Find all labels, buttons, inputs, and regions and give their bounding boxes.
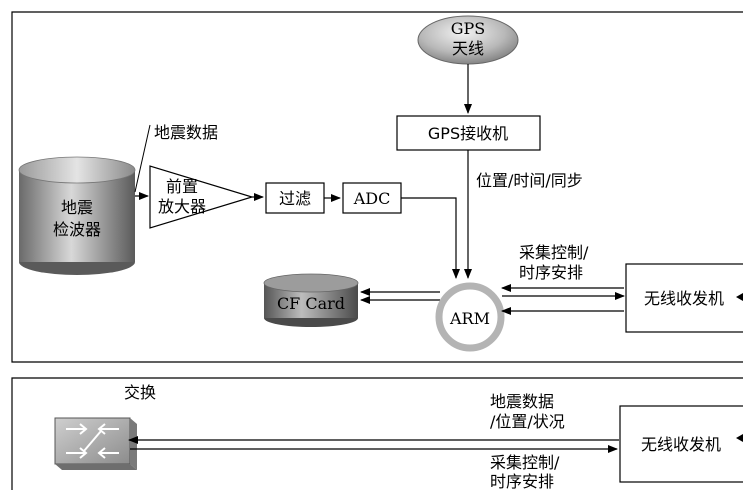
- preamp-label-2: 放大器: [158, 197, 206, 216]
- cf-card-label: CF Card: [277, 294, 345, 313]
- wireless-transceiver-label: 无线收发机: [644, 289, 724, 308]
- gps-antenna-label-2: 天线: [452, 39, 484, 58]
- adc-label: ADC: [353, 189, 391, 208]
- top-panel: GPS 天线 GPS接收机 位置/时间/同步 地震 检波器 地震数据 前置: [11, 11, 743, 363]
- bottom-acq-control-label-2: 时序安排: [490, 472, 554, 490]
- position-time-sync-label: 位置/时间/同步: [476, 171, 583, 190]
- wireless-transceiver-top: 无线收发机: [625, 263, 743, 333]
- top-panel-border: [11, 11, 743, 363]
- wireless-transceiver-bottom: 无线收发机: [619, 405, 743, 483]
- geophone-label-1: 地震: [61, 198, 93, 217]
- switch-icon: [54, 417, 137, 470]
- data-label-1: 地震数据: [490, 392, 554, 411]
- gps-receiver-box: GPS接收机: [396, 115, 541, 151]
- seismic-data-label: 地震数据: [154, 123, 218, 142]
- geophone-cylinder: 地震 检波器: [18, 156, 136, 275]
- geophone-label-2: 检波器: [53, 220, 101, 239]
- seismic-data-callout-line: [134, 124, 151, 193]
- acq-control-label-2: 时序安排: [519, 263, 583, 282]
- bottom-panel-border: [11, 377, 743, 490]
- preamp-label-1: 前置: [166, 177, 198, 196]
- bottom-wireless-transceiver-label: 无线收发机: [641, 435, 721, 454]
- preamp-triangle: 前置 放大器: [149, 165, 255, 229]
- acq-control-label-1: 采集控制/: [519, 243, 589, 262]
- arm-label: ARM: [449, 309, 490, 328]
- switch-label: 交换: [124, 383, 156, 402]
- data-label-2: /位置/状况: [490, 412, 565, 431]
- arm-processor: ARM: [435, 282, 505, 352]
- wireless-antenna-arrow-bottom: [736, 434, 743, 442]
- adc-box: ADC: [342, 182, 402, 214]
- filter-label: 过滤: [279, 189, 311, 208]
- wireless-antenna-arrow-top: [736, 293, 743, 301]
- bottom-acq-control-label-1: 采集控制/: [490, 453, 560, 472]
- adc-to-arm-arrow: [401, 197, 460, 279]
- bottom-panel: 交换 地震数据 /位置/状况 采集控制/ 时序安排 无线收发机: [11, 377, 743, 490]
- gps-antenna-label-1: GPS: [451, 19, 486, 38]
- gps-antenna: GPS 天线: [417, 15, 519, 65]
- cf-card-cylinder: CF Card: [263, 273, 359, 327]
- filter-box: 过滤: [265, 182, 325, 214]
- gps-receiver-label: GPS接收机: [428, 124, 508, 143]
